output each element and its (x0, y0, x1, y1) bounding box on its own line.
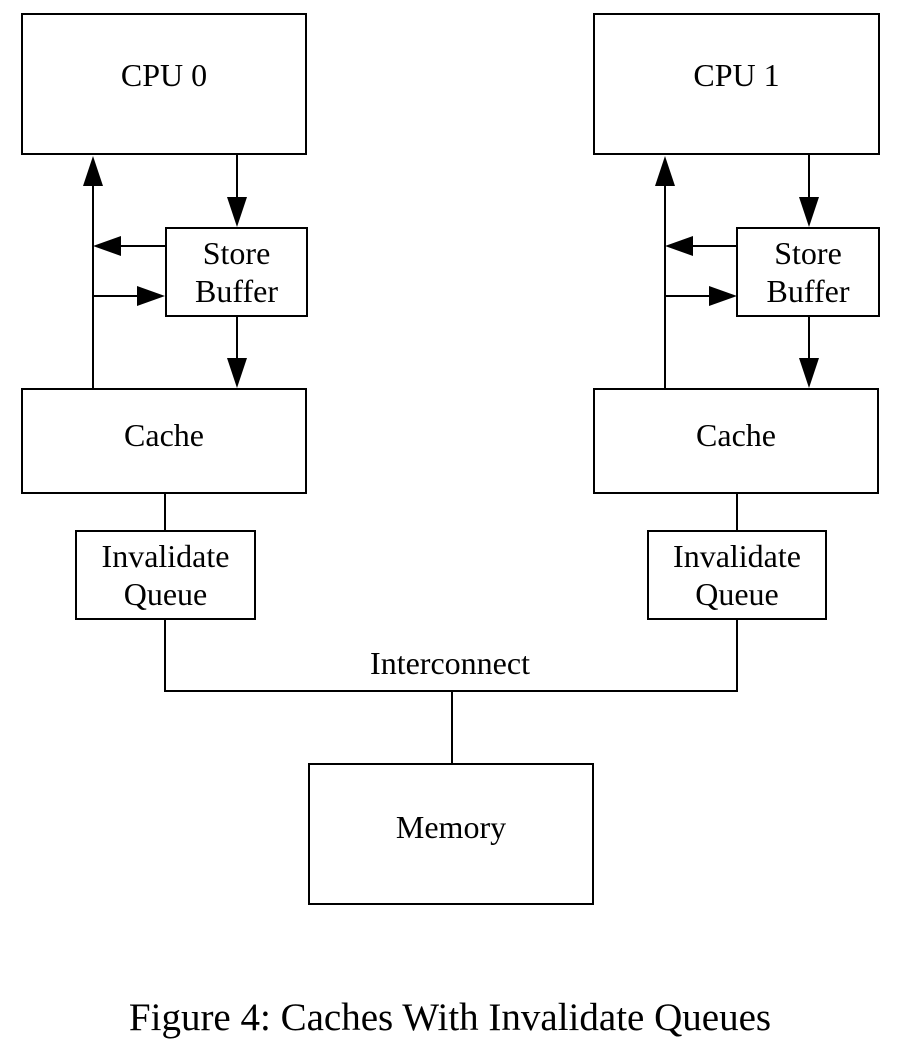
cache1-box: Cache (593, 388, 879, 494)
arrowhead-left-store-buffer1 (665, 236, 693, 256)
interconnect-bus-line (164, 690, 738, 692)
line-store-buffer0-to-cache0 (236, 317, 238, 360)
line-store-buffer1-to-cache1 (808, 317, 810, 360)
store-buffer0-box: Store Buffer (165, 227, 308, 317)
arrowhead-left-store-buffer0 (93, 236, 121, 256)
line-path-to-store-buffer1 (665, 295, 712, 297)
store-buffer1-box: Store Buffer (736, 227, 880, 317)
cpu0-box: CPU 0 (21, 13, 307, 155)
invalidate-queue0-box: Invalidate Queue (75, 530, 256, 620)
line-path-to-store-buffer0 (93, 295, 140, 297)
cpu1-box: CPU 1 (593, 13, 880, 155)
invalidate-queue0-label: Invalidate Queue (101, 538, 230, 612)
cpu1-label: CPU 1 (693, 57, 780, 93)
cpu0-label: CPU 0 (120, 57, 208, 93)
line-cpu1-to-store-buffer1 (808, 155, 810, 199)
arrowhead-down-store-buffer1-to-cache1 (799, 358, 819, 388)
arrowhead-up-cache0-to-cpu0 (83, 156, 103, 186)
memory-box: Memory (308, 763, 594, 905)
arrowhead-down-cpu0-to-store-buffer0 (227, 197, 247, 227)
line-cache1-to-cpu1 (664, 184, 666, 388)
memory-label: Memory (395, 809, 507, 845)
store-buffer0-label: Store Buffer (195, 235, 278, 309)
line-store-buffer1-to-path (688, 245, 736, 247)
arrowhead-down-store-buffer0-to-cache0 (227, 358, 247, 388)
invalidate-queue1-box: Invalidate Queue (647, 530, 827, 620)
line-cpu0-to-store-buffer0 (236, 155, 238, 199)
line-cache0-to-cpu0 (92, 184, 94, 388)
figure-caption: Figure 4: Caches With Invalidate Queues (128, 996, 772, 1039)
line-invalidate-queue1-to-interconnect (736, 620, 738, 691)
store-buffer1-label: Store Buffer (766, 235, 850, 309)
arrowhead-down-cpu1-to-store-buffer1 (799, 197, 819, 227)
line-cache1-to-invalidate-queue1 (736, 494, 738, 530)
cache0-box: Cache (21, 388, 307, 494)
cache1-label: Cache (696, 417, 776, 453)
arrowhead-right-store-buffer0 (137, 286, 165, 306)
arrowhead-up-cache1-to-cpu1 (655, 156, 675, 186)
line-invalidate-queue0-to-interconnect (164, 620, 166, 691)
line-interconnect-to-memory (451, 692, 453, 763)
interconnect-label: Interconnect (370, 645, 530, 681)
line-cache0-to-invalidate-queue0 (164, 493, 166, 530)
arrowhead-right-store-buffer1 (709, 286, 737, 306)
cache0-label: Cache (124, 417, 204, 453)
invalidate-queue1-label: Invalidate Queue (673, 538, 801, 612)
line-store-buffer0-to-path (116, 245, 165, 247)
